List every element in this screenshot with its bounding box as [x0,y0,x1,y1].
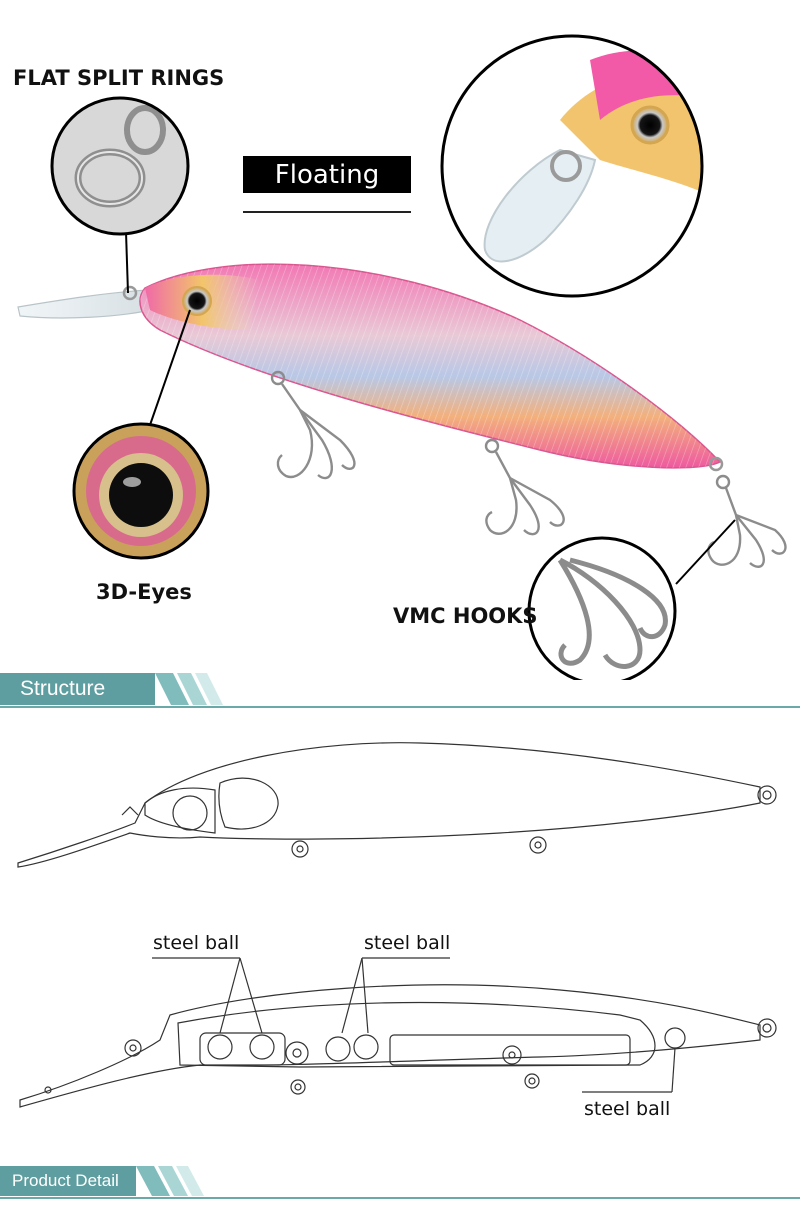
product-detail-section-tab: Product Detail [0,1166,206,1196]
treble-hook-front [270,370,356,480]
zoom-split-rings [52,98,188,234]
tab-chevrons-decoration [155,673,223,705]
vmc-hooks-label: VMC HOOKS [393,604,538,628]
steel-ball-label-front: steel ball [153,932,240,954]
product-detail-title: Product Detail [0,1166,136,1196]
zoom-head-detail [442,36,702,296]
product-detail-divider [0,1197,800,1199]
structure-divider [0,706,800,708]
structure-title: Structure [0,673,155,705]
zoom-vmc-hook [529,538,675,680]
lure-cutaway-diagram [19,984,777,1108]
3d-eyes-label: 3D-Eyes [96,580,192,604]
lure-eye [182,286,212,316]
lure-lip [17,289,161,319]
floating-badge: Floating [243,156,411,193]
treble-hook-rear [707,474,787,568]
tab-chevrons-decoration-2 [136,1166,204,1196]
zoom-3d-eye [74,424,208,558]
steel-ball-label-middle: steel ball [364,932,451,954]
lure-outline-diagram [17,742,777,868]
floating-underline [243,211,411,213]
structure-diagrams [17,742,777,1108]
steel-ball-label-rear: steel ball [584,1098,671,1120]
treble-hook-middle [484,438,565,536]
lure-photo-scene [17,34,787,680]
split-rings-label: FLAT SPLIT RINGS [13,66,225,90]
structure-section-tab: Structure [0,673,225,705]
